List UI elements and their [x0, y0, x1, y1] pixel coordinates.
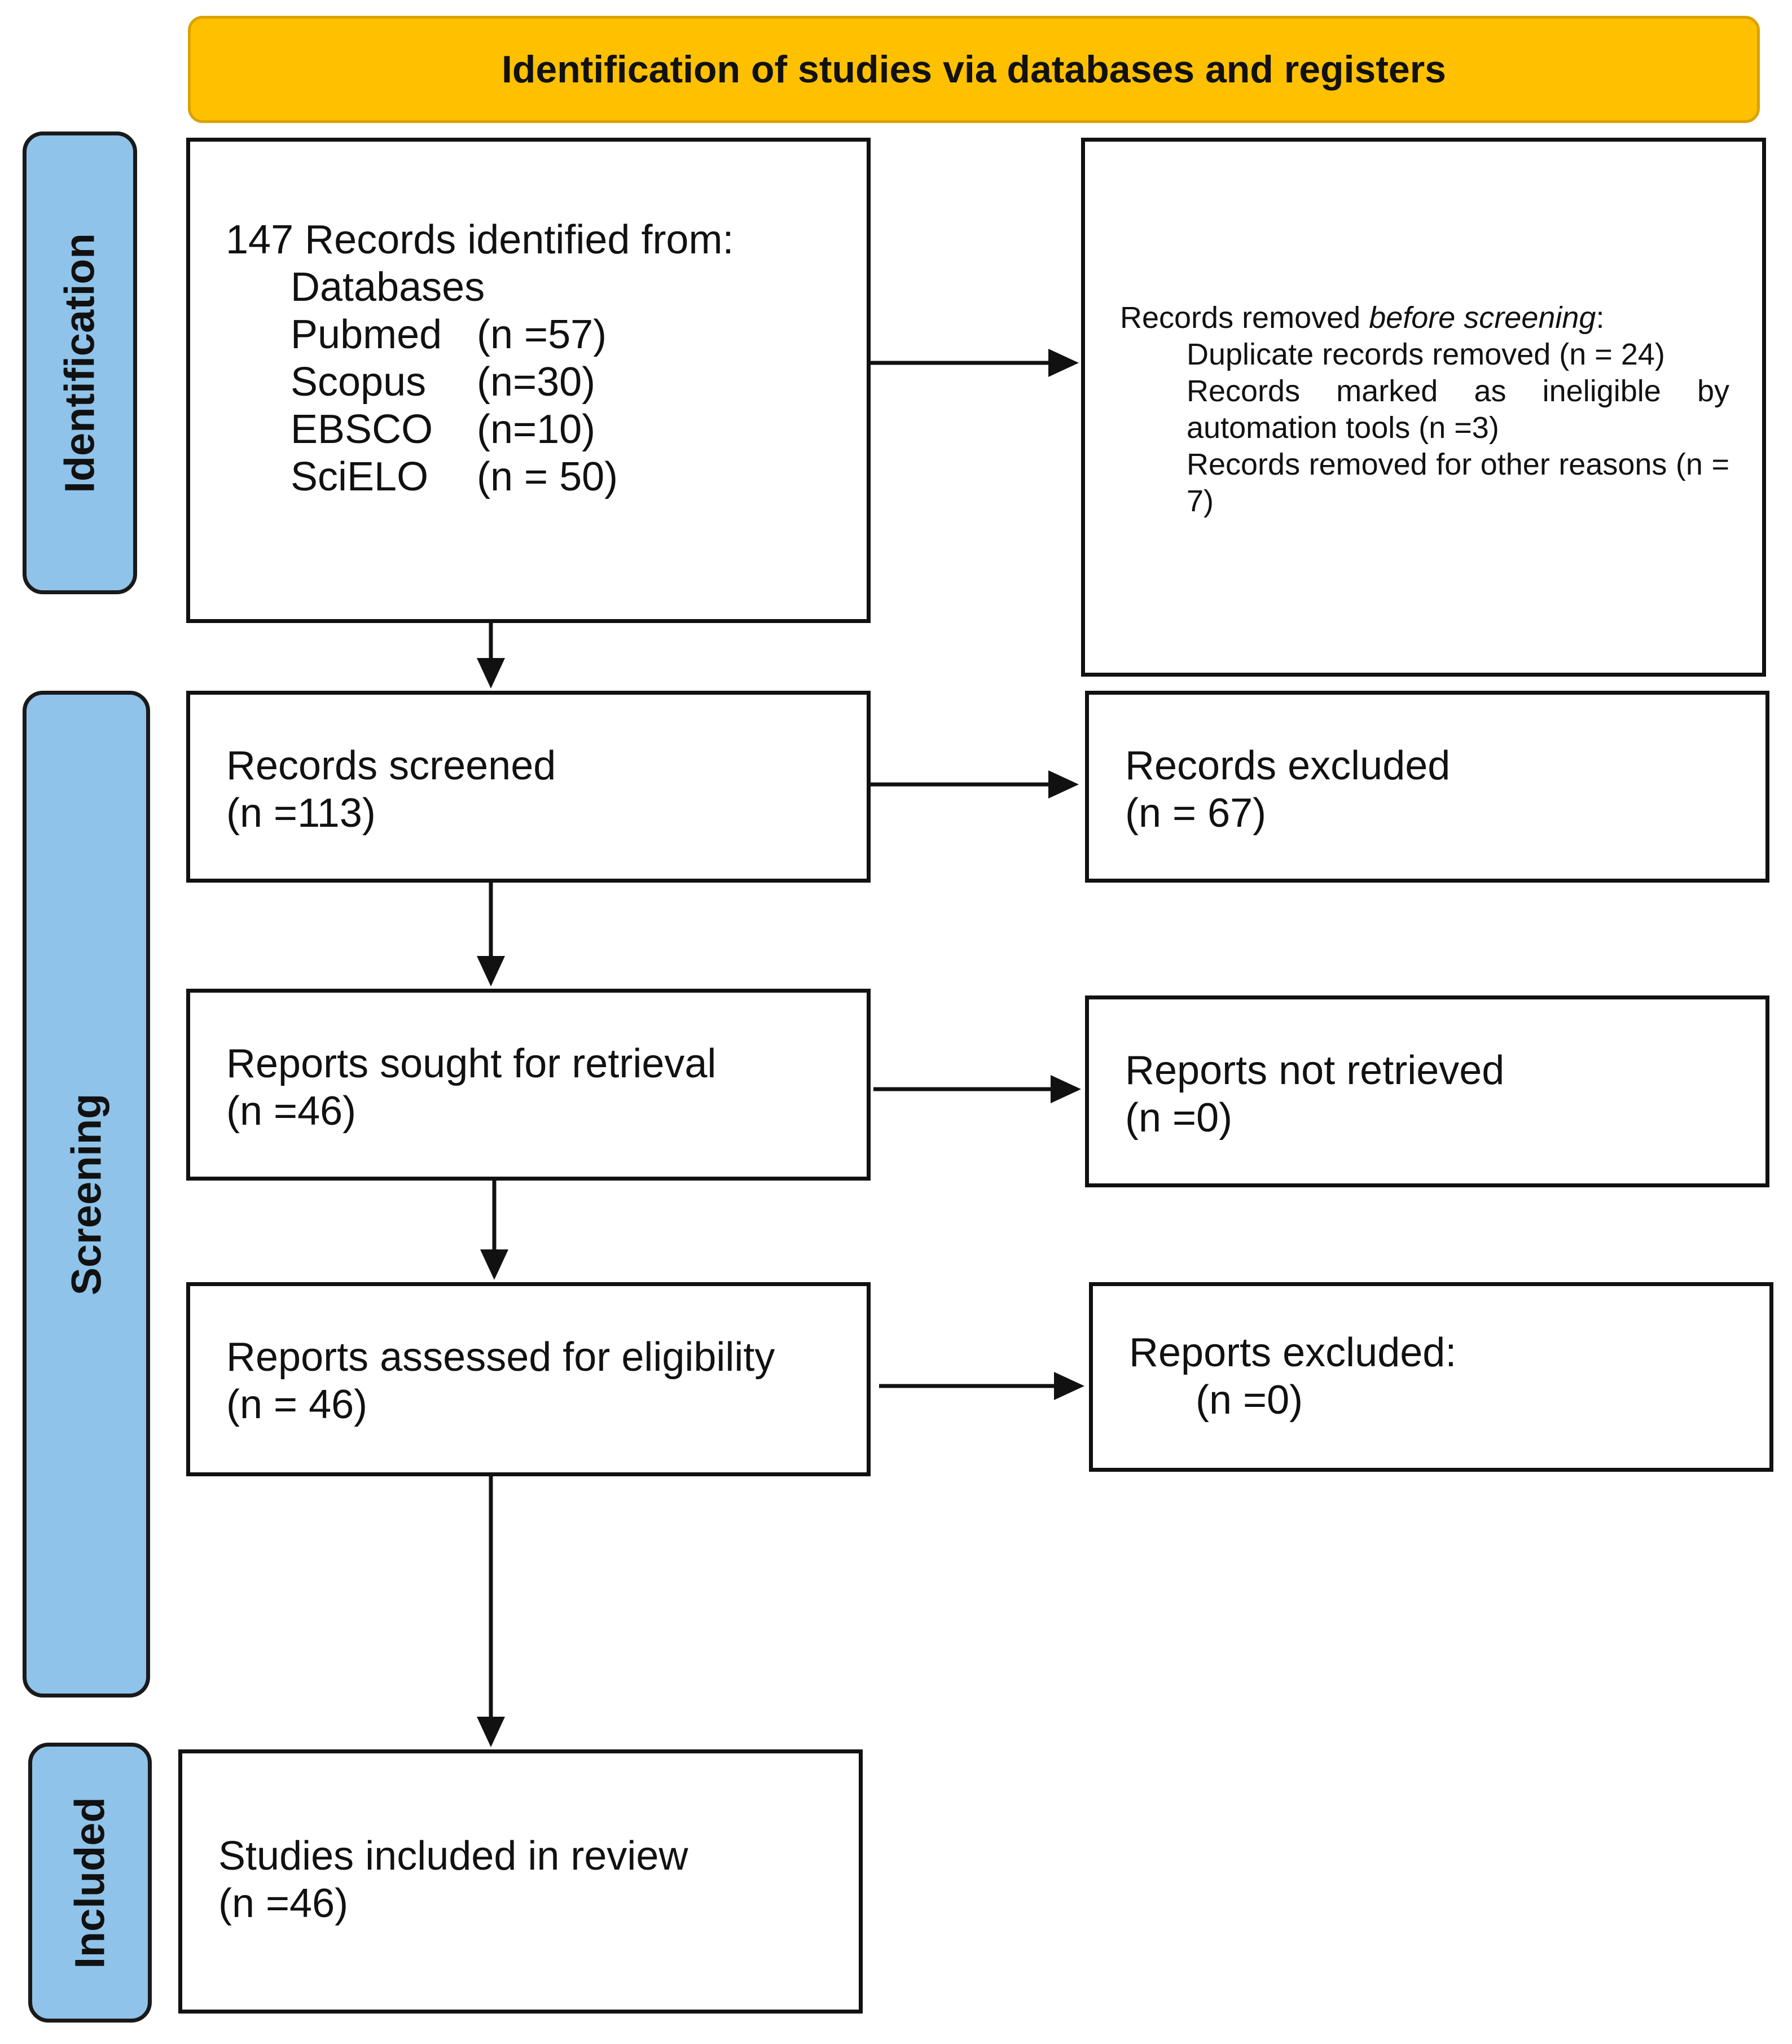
studies-included-text: Studies included in review(n =46): [218, 1832, 688, 1927]
phase-screening: Screening: [23, 691, 150, 1698]
reports-not-retrieved-text: Reports not retrieved(n =0): [1125, 1047, 1504, 1142]
arrowhead-icon: [1048, 770, 1079, 799]
source-row: SciELO (n = 50): [291, 453, 618, 501]
records-removed-heading: Records removed before screening:: [1120, 300, 1729, 336]
records-excluded-box: Records excluded(n = 67): [1085, 691, 1769, 883]
reports-excluded-count: (n =0): [1196, 1378, 1303, 1423]
source-name: EBSCO: [291, 407, 433, 452]
records-excluded-count: (n = 67): [1125, 791, 1267, 836]
reports-not-retrieved-box: Reports not retrieved(n =0): [1085, 995, 1769, 1187]
reports-sought-label: Reports sought for retrieval: [226, 1041, 717, 1086]
reports-sought-text: Reports sought for retrieval(n =46): [226, 1040, 716, 1135]
records-removed-box: Records removed before screening: Duplic…: [1081, 138, 1766, 677]
phase-identification: Identification: [23, 131, 137, 594]
reports-assessed-box: Reports assessed for eligibility(n = 46): [186, 1282, 871, 1476]
heading-prefix: Records removed: [1120, 301, 1369, 335]
records-screened-text: Records screened(n =113): [226, 742, 556, 837]
records-screened-count: (n =113): [226, 791, 376, 836]
studies-included-count: (n =46): [218, 1881, 349, 1926]
source-name: SciELO: [291, 454, 429, 499]
records-screened-box: Records screened(n =113): [186, 691, 871, 883]
reports-not-retrieved-label: Reports not retrieved: [1125, 1048, 1505, 1093]
header-title: Identification of studies via databases …: [501, 48, 1447, 91]
source-row: Pubmed (n =57): [291, 311, 607, 358]
header-banner: Identification of studies via databases …: [188, 16, 1760, 123]
removed-item: Records marked as ineligible by automati…: [1187, 374, 1729, 445]
source-name: Scopus: [291, 359, 427, 405]
reports-excluded-box: Reports excluded:(n =0): [1089, 1282, 1773, 1472]
phase-included: Included: [28, 1743, 152, 2023]
reports-assessed-text: Reports assessed for eligibility(n = 46): [226, 1334, 775, 1428]
removed-item: Duplicate records removed (n = 24): [1187, 337, 1665, 371]
records-identified-box: 147 Records identified from: Databases P…: [186, 138, 871, 623]
source-row: EBSCO (n=10): [291, 406, 595, 453]
source-count: (n=10): [477, 407, 596, 452]
arrowhead-icon: [477, 1717, 505, 1747]
arrowhead-icon: [480, 1249, 508, 1280]
heading-emphasis: before screening: [1369, 301, 1596, 335]
reports-assessed-label: Reports assessed for eligibility: [226, 1335, 775, 1380]
records-excluded-label: Records excluded: [1125, 743, 1451, 788]
reports-not-retrieved-count: (n =0): [1125, 1095, 1233, 1141]
studies-included-box: Studies included in review(n =46): [178, 1749, 863, 2014]
arrowhead-icon: [1051, 1075, 1081, 1103]
records-removed-list: Records removed before screening: Duplic…: [1120, 300, 1729, 520]
reports-sought-count: (n =46): [226, 1089, 357, 1134]
records-excluded-text: Records excluded(n = 67): [1125, 742, 1450, 837]
arrowhead-icon: [1048, 349, 1079, 377]
source-row: Scopus (n=30): [291, 358, 595, 406]
source-name: Pubmed: [291, 312, 442, 357]
records-screened-label: Records screened: [226, 743, 556, 788]
reports-excluded-label: Reports excluded:: [1129, 1330, 1457, 1375]
source-count: (n = 50): [477, 454, 618, 499]
source-count: (n=30): [477, 359, 596, 405]
reports-assessed-count: (n = 46): [226, 1382, 368, 1427]
records-identified-heading: 147 Records identified from:: [226, 217, 734, 262]
databases-label: Databases: [291, 265, 485, 310]
arrowhead-icon: [1054, 1372, 1084, 1400]
heading-suffix: :: [1596, 301, 1605, 335]
source-count: (n =57): [477, 312, 607, 357]
reports-excluded-text: Reports excluded:(n =0): [1129, 1329, 1456, 1424]
arrowhead-icon: [477, 956, 505, 986]
reports-sought-box: Reports sought for retrieval(n =46): [186, 989, 871, 1181]
studies-included-label: Studies included in review: [218, 1834, 688, 1879]
removed-item: Records removed for other reasons (n = 7…: [1187, 448, 1729, 518]
arrowhead-icon: [477, 658, 505, 688]
